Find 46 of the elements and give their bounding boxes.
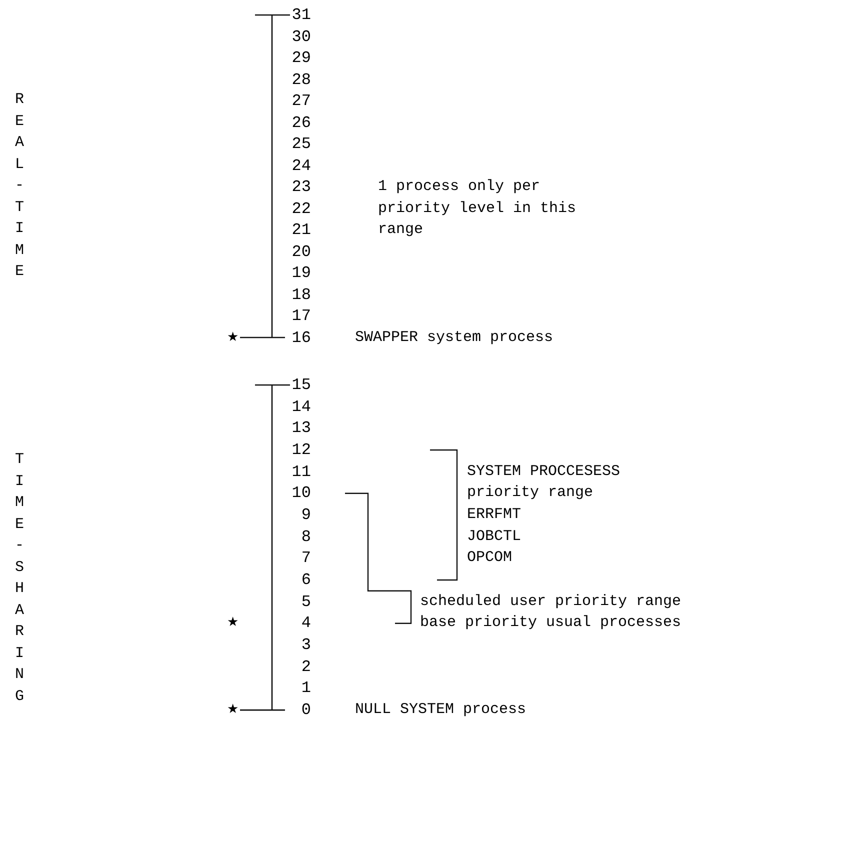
priority-number: 16 <box>290 328 311 346</box>
priority-number: 1 <box>300 679 311 698</box>
note-text: SYSTEM PROCCESESS priority range <box>467 462 622 504</box>
priority-number: 27 <box>290 92 311 110</box>
priority-number: 26 <box>290 114 311 132</box>
priority-number: 21 <box>290 221 311 239</box>
priority-number: 13 <box>290 419 311 438</box>
priority-number: 0 <box>300 701 311 720</box>
vertical-range-label: TIME-SHARING <box>14 450 25 706</box>
priority-number: 4 <box>300 614 311 632</box>
priority-number: 9 <box>300 506 311 524</box>
star-marker: ★ <box>227 328 239 346</box>
priority-number: 10 <box>290 484 311 502</box>
priority-number: 7 <box>300 549 311 568</box>
priority-number: 25 <box>290 135 311 153</box>
priority-number: 19 <box>290 264 311 282</box>
star-marker: ★ <box>227 614 239 632</box>
priority-number: 30 <box>290 28 311 46</box>
note-text: JOBCTL <box>467 526 522 547</box>
note-text: 1 process only per priority level in this range <box>378 177 578 240</box>
priority-number: 11 <box>290 462 311 481</box>
priority-number: 22 <box>290 200 311 218</box>
note-text: scheduled user priority range <box>420 592 682 612</box>
priority-number: 24 <box>290 156 311 174</box>
priority-number: 3 <box>300 636 311 654</box>
priority-number: 2 <box>300 658 311 676</box>
priority-number: 28 <box>290 70 311 88</box>
priority-number: 17 <box>290 307 311 325</box>
note-text: base priority usual processes <box>420 613 682 634</box>
priority-number: 14 <box>290 398 311 416</box>
note-text: ERRFMT <box>467 505 522 526</box>
priority-number: 20 <box>290 242 311 260</box>
priority-number: 15 <box>290 376 311 394</box>
priority-number: 29 <box>290 49 311 67</box>
note-text: OPCOM <box>467 548 514 568</box>
note-text: SWAPPER system process <box>355 328 554 348</box>
priority-number: 8 <box>300 528 311 546</box>
vertical-range-label: REAL-TIME <box>14 90 25 282</box>
priority-number: 23 <box>290 178 311 196</box>
priority-number: 5 <box>300 592 311 611</box>
star-marker: ★ <box>227 701 239 720</box>
priority-number: 6 <box>300 571 311 590</box>
priority-number: 12 <box>290 441 311 459</box>
priority-number: 31 <box>290 6 311 24</box>
priority-number: 18 <box>290 286 311 304</box>
note-text: NULL SYSTEM process <box>355 700 528 720</box>
